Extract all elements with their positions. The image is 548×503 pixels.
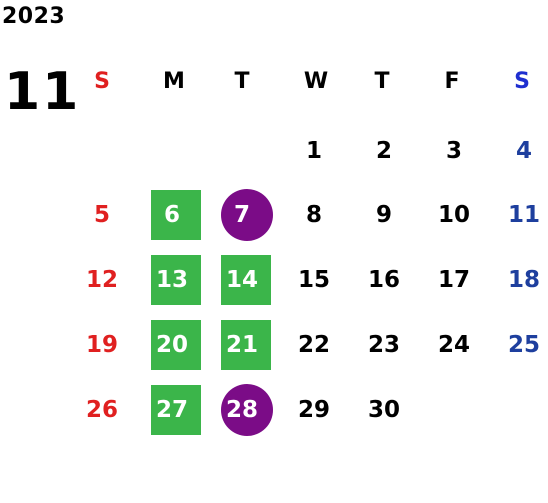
date-number: 17 [437, 267, 470, 293]
date-number: 1 [305, 138, 322, 164]
date-number: 4 [515, 138, 532, 164]
date-cell[interactable]: 17 [424, 254, 484, 306]
date-number: 14 [225, 267, 258, 293]
date-number: 20 [155, 332, 188, 358]
date-number: 27 [155, 397, 188, 423]
date-number: 13 [155, 267, 188, 293]
weekday-header-fri: F [444, 69, 460, 94]
date-cell[interactable]: 29 [284, 384, 344, 436]
date-cell[interactable]: 18 [494, 254, 548, 306]
weekday-header-mon: M [163, 69, 185, 94]
date-number: 22 [297, 332, 330, 358]
date-cell[interactable]: 6 [142, 189, 202, 241]
date-number: 30 [367, 397, 400, 423]
date-cell[interactable]: 3 [424, 125, 484, 177]
date-number: 10 [437, 202, 470, 228]
date-number: 26 [85, 397, 118, 423]
date-number: 2 [375, 138, 392, 164]
month-number: 11 [4, 62, 81, 122]
date-number: 28 [225, 397, 258, 423]
date-cell[interactable]: 28 [212, 384, 273, 436]
date-number: 19 [85, 332, 118, 358]
date-cell[interactable]: 16 [354, 254, 414, 306]
date-cell[interactable]: 10 [424, 189, 484, 241]
date-number: 5 [93, 202, 110, 228]
date-number: 7 [233, 202, 250, 228]
date-cell[interactable]: 19 [72, 319, 132, 371]
date-cell[interactable]: 9 [354, 189, 414, 241]
date-number: 9 [375, 202, 392, 228]
date-cell[interactable]: 2 [354, 125, 414, 177]
date-cell[interactable]: 21 [212, 319, 272, 371]
weekday-header-sat: S [514, 69, 530, 94]
weekday-header-tue: T [234, 69, 250, 94]
date-number: 12 [85, 267, 118, 293]
date-number: 8 [305, 202, 322, 228]
date-cell[interactable]: 20 [142, 319, 202, 371]
date-number: 25 [507, 332, 540, 358]
date-cell[interactable]: 7 [212, 189, 273, 241]
date-cell[interactable]: 8 [284, 189, 344, 241]
weekday-header-thu: T [374, 69, 390, 94]
date-number: 16 [367, 267, 400, 293]
date-cell[interactable]: 14 [212, 254, 272, 306]
date-number: 15 [297, 267, 330, 293]
date-number: 29 [297, 397, 330, 423]
date-cell[interactable]: 22 [284, 319, 344, 371]
year-label: 2023 [2, 4, 66, 29]
date-cell[interactable]: 26 [72, 384, 132, 436]
date-cell[interactable]: 24 [424, 319, 484, 371]
date-cell[interactable]: 11 [494, 189, 548, 241]
date-cell[interactable]: 1 [284, 125, 344, 177]
date-number: 24 [437, 332, 470, 358]
date-number: 21 [225, 332, 258, 358]
date-number: 18 [507, 267, 540, 293]
date-number: 3 [445, 138, 462, 164]
date-cell[interactable]: 5 [72, 189, 132, 241]
weekday-header-sun: S [94, 69, 110, 94]
date-cell[interactable]: 15 [284, 254, 344, 306]
date-cell[interactable]: 25 [494, 319, 548, 371]
weekday-header-wed: W [303, 69, 329, 94]
date-cell[interactable]: 4 [494, 125, 548, 177]
date-cell[interactable]: 23 [354, 319, 414, 371]
date-cell[interactable]: 27 [142, 384, 202, 436]
date-number: 6 [163, 202, 180, 228]
date-number: 11 [507, 202, 540, 228]
date-cell[interactable]: 30 [354, 384, 414, 436]
date-number: 23 [367, 332, 400, 358]
date-cell[interactable]: 12 [72, 254, 132, 306]
date-cell[interactable]: 13 [142, 254, 202, 306]
